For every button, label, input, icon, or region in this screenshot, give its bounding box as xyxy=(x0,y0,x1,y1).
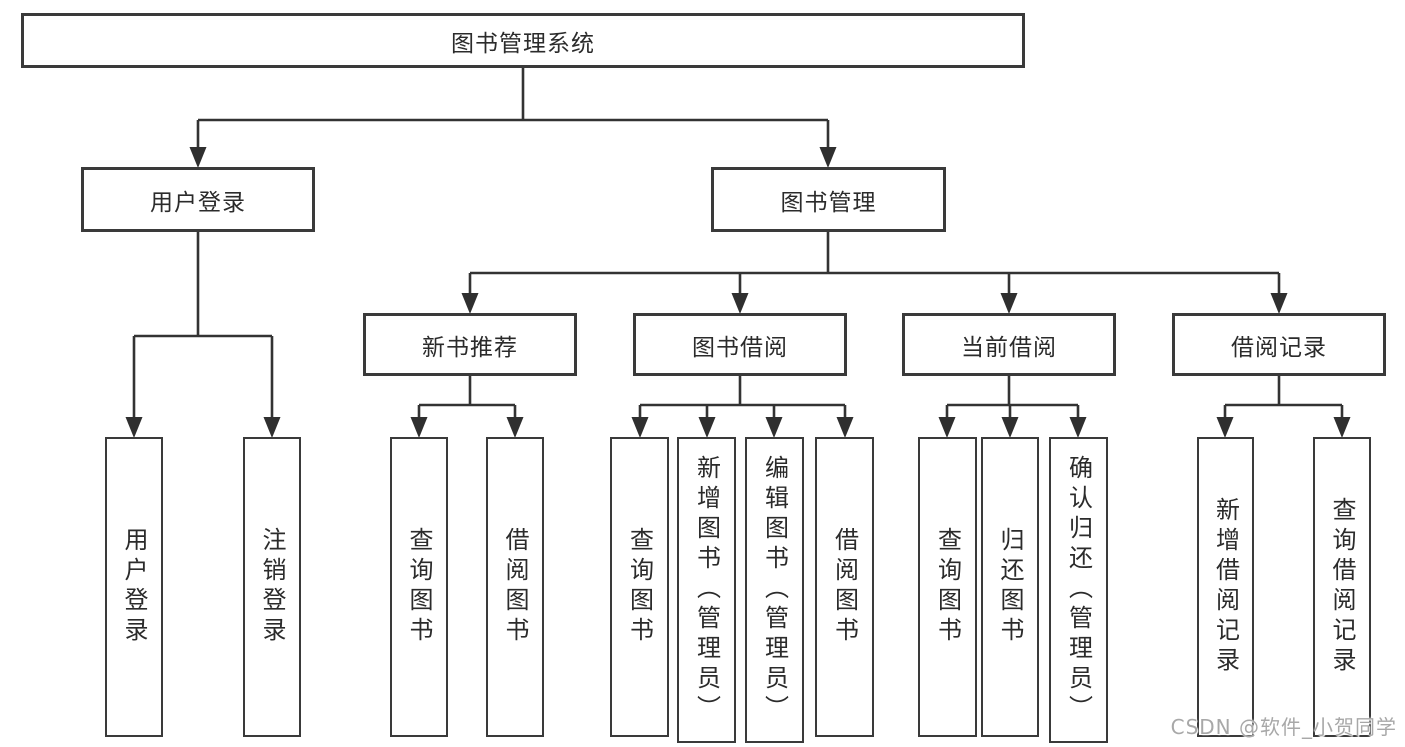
leaf-borrow-books-borrowing: 借阅图书 xyxy=(815,437,874,737)
node-user-login: 用户登录 xyxy=(81,167,315,232)
leaf-label: 新增图书（管理员） xyxy=(692,455,721,725)
leaf-query-borrow-record: 查询借阅记录 xyxy=(1313,437,1371,737)
leaf-label: 借阅图书 xyxy=(501,527,529,647)
leaf-label: 查询图书 xyxy=(933,527,962,647)
leaf-confirm-return-admin: 确认归还（管理员） xyxy=(1049,437,1108,743)
leaf-query-books-recommend: 查询图书 xyxy=(390,437,448,737)
node-current-borrowing: 当前借阅 xyxy=(902,313,1116,376)
leaf-add-borrow-record: 新增借阅记录 xyxy=(1197,437,1254,737)
node-book-management: 图书管理 xyxy=(711,167,946,232)
leaf-add-book-admin: 新增图书（管理员） xyxy=(677,437,736,743)
leaf-label: 确认归还（管理员） xyxy=(1064,455,1093,725)
leaf-label: 借阅图书 xyxy=(830,527,859,647)
leaf-borrow-books-recommend: 借阅图书 xyxy=(486,437,544,737)
node-label: 借阅记录 xyxy=(1231,334,1327,361)
node-label: 用户登录 xyxy=(150,189,246,216)
leaf-logout-login: 注销登录 xyxy=(243,437,301,737)
node-label: 新书推荐 xyxy=(422,334,518,361)
node-book-borrowing: 图书借阅 xyxy=(633,313,847,376)
leaf-query-books-current: 查询图书 xyxy=(918,437,977,737)
csdn-watermark: CSDN @软件_小贺同学 xyxy=(1170,715,1397,739)
node-borrowing-records: 借阅记录 xyxy=(1172,313,1386,376)
leaf-label: 查询借阅记录 xyxy=(1328,497,1356,677)
node-label: 图书管理系统 xyxy=(451,30,595,57)
node-new-book-recommend: 新书推荐 xyxy=(363,313,577,376)
leaf-user-login: 用户登录 xyxy=(105,437,163,737)
node-library-management-system: 图书管理系统 xyxy=(21,13,1025,68)
leaf-label: 注销登录 xyxy=(258,527,286,647)
node-label: 图书管理 xyxy=(780,189,877,216)
leaf-label: 查询图书 xyxy=(625,527,654,647)
leaf-label: 查询图书 xyxy=(405,527,433,647)
leaf-label: 用户登录 xyxy=(120,527,148,647)
leaf-label: 归还图书 xyxy=(996,527,1024,647)
leaf-return-book: 归还图书 xyxy=(981,437,1039,737)
leaf-edit-book-admin: 编辑图书（管理员） xyxy=(745,437,804,743)
leaf-label: 编辑图书（管理员） xyxy=(760,455,789,725)
node-label: 当前借阅 xyxy=(961,334,1057,361)
leaf-label: 新增借阅记录 xyxy=(1211,497,1240,677)
leaf-query-books-borrowing: 查询图书 xyxy=(610,437,669,737)
node-label: 图书借阅 xyxy=(692,334,788,361)
